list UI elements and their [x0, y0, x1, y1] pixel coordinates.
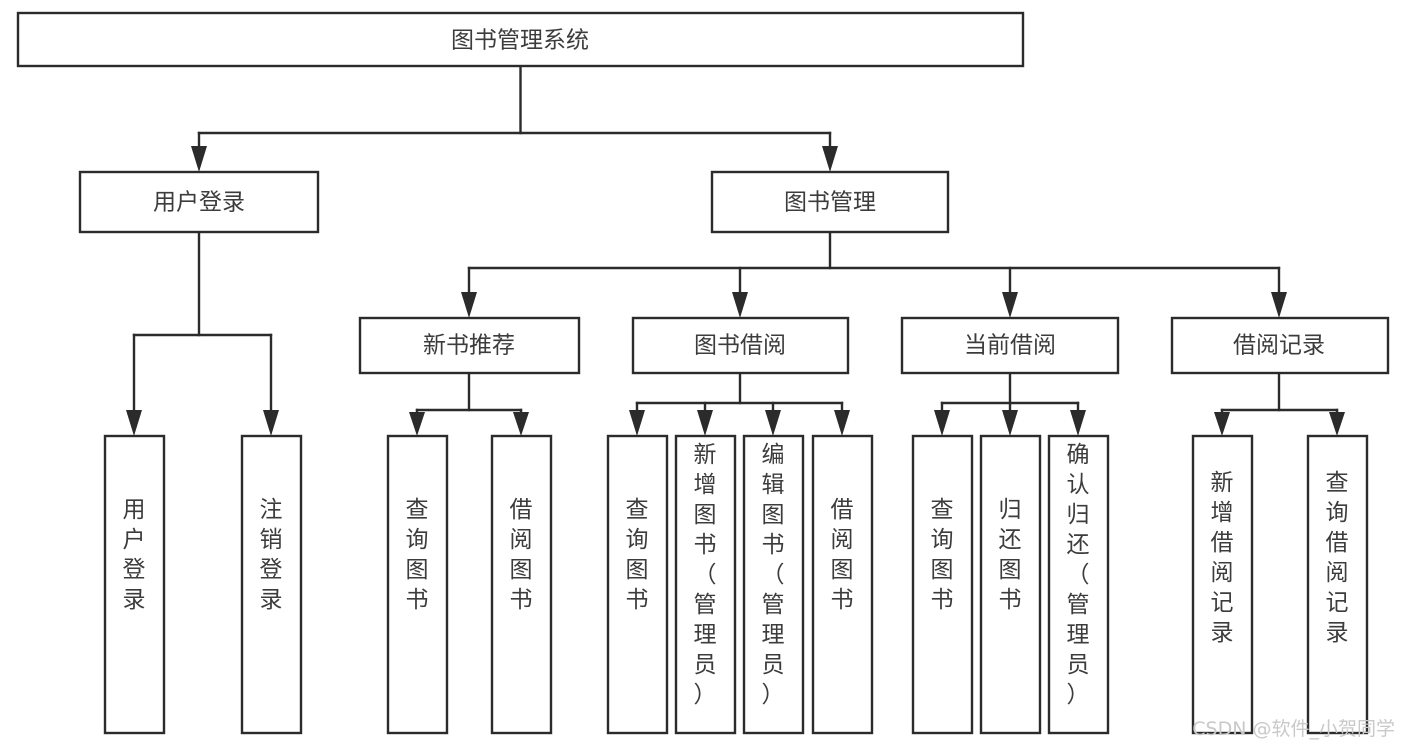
leaf-query-book-1-box[interactable]	[386, 434, 449, 735]
leaf-query-record-box[interactable]	[1306, 434, 1369, 735]
node-book-borrow-box[interactable]	[631, 316, 850, 375]
leaf-add-book[interactable]: 新增图书（管理员）	[674, 434, 737, 735]
node-new-book-label: 新书推荐	[423, 333, 515, 359]
leaf-user-login-label: 用户登录	[123, 497, 146, 613]
arrowhead-leaf-query-record	[1329, 412, 1345, 436]
arrowhead-leaf-return-book	[1002, 410, 1018, 436]
leaf-edit-book-box[interactable]	[742, 434, 805, 735]
node-current-borrow-label: 当前借阅	[964, 333, 1056, 359]
leaf-query-book-3-box[interactable]	[911, 434, 974, 735]
leaf-query-book-2[interactable]: 查询图书	[606, 434, 669, 735]
arrowhead-user-login	[191, 146, 207, 172]
node-book-manage-label: 图书管理	[784, 190, 876, 216]
arrowhead-leaf-query-book-3	[934, 410, 950, 436]
leaf-confirm-return-box[interactable]	[1047, 434, 1110, 735]
node-borrow-record-label: 借阅记录	[1233, 333, 1325, 359]
leaf-user-login-box[interactable]	[103, 434, 166, 735]
arrowhead-current-borrow	[1002, 292, 1018, 318]
leaf-return-book-box[interactable]	[979, 434, 1042, 735]
leaf-logout-box[interactable]	[240, 434, 303, 735]
arrowhead-leaf-edit-book	[765, 410, 781, 436]
leaf-edit-book-label: 编辑图书（管理员）	[762, 442, 785, 708]
node-current-borrow[interactable]: 当前借阅	[900, 316, 1120, 375]
arrowhead-book-borrow	[732, 292, 748, 318]
leaf-borrow-book-1-box[interactable]	[490, 434, 553, 735]
node-new-book[interactable]: 新书推荐	[358, 316, 581, 375]
node-user-login[interactable]: 用户登录	[78, 170, 320, 234]
node-root[interactable]: 图书管理系统	[16, 11, 1025, 68]
leaf-confirm-return-label: 确认归还（管理员）	[1067, 442, 1090, 708]
arrowhead-leaf-add-book	[697, 410, 713, 436]
arrowhead-new-book	[461, 292, 477, 318]
arrowhead-borrow-record	[1271, 292, 1287, 318]
leaf-add-record-box[interactable]	[1191, 434, 1254, 735]
leaf-query-book-3-label: 查询图书	[931, 497, 954, 613]
arrowhead-leaf-borrow-book-2	[834, 410, 850, 436]
leaf-return-book-label: 归还图书	[999, 497, 1022, 613]
leaf-query-book-2-label: 查询图书	[626, 497, 649, 613]
leaf-logout-label: 注销登录	[260, 497, 283, 613]
leaf-borrow-book-2[interactable]: 借阅图书	[811, 434, 874, 735]
node-user-login-label: 用户登录	[153, 190, 245, 216]
leaf-query-book-1[interactable]: 查询图书	[386, 434, 449, 735]
leaf-borrow-book-2-label: 借阅图书	[831, 497, 854, 613]
leaf-query-record-label: 查询借阅记录	[1326, 470, 1349, 646]
leaf-logout[interactable]: 注销登录	[240, 434, 303, 735]
node-book-borrow-label: 图书借阅	[694, 333, 786, 359]
arrowhead-leaf-logout	[263, 410, 279, 436]
node-current-borrow-box[interactable]	[900, 316, 1120, 375]
leaf-query-book-1-label: 查询图书	[406, 497, 429, 613]
leaf-query-book-3[interactable]: 查询图书	[911, 434, 974, 735]
node-new-book-box[interactable]	[358, 316, 581, 375]
leaf-edit-book[interactable]: 编辑图书（管理员）	[742, 434, 805, 735]
leaf-query-record[interactable]: 查询借阅记录	[1306, 434, 1369, 735]
arrowhead-book-manage	[822, 146, 838, 172]
leaf-confirm-return[interactable]: 确认归还（管理员）	[1047, 434, 1110, 735]
leaf-borrow-book-1-label: 借阅图书	[510, 497, 533, 613]
arrowhead-leaf-add-record	[1214, 412, 1230, 436]
node-user-login-box[interactable]	[78, 170, 320, 234]
arrowhead-leaf-user-login	[126, 410, 142, 436]
leaf-add-record-label: 新增借阅记录	[1211, 470, 1234, 646]
arrowhead-leaf-query-book-2	[629, 410, 645, 436]
node-book-manage[interactable]: 图书管理	[710, 170, 950, 234]
leaf-borrow-book-1[interactable]: 借阅图书	[490, 434, 553, 735]
node-borrow-record-box[interactable]	[1170, 316, 1390, 375]
leaf-user-login[interactable]: 用户登录	[103, 434, 166, 735]
arrowhead-leaf-query-book-1	[409, 412, 425, 436]
node-root-label: 图书管理系统	[451, 28, 589, 54]
arrowhead-leaf-confirm-return	[1070, 410, 1086, 436]
leaf-add-record[interactable]: 新增借阅记录	[1191, 434, 1254, 735]
edge-group	[126, 64, 1345, 436]
leaf-add-book-box[interactable]	[674, 434, 737, 735]
leaf-borrow-book-2-box[interactable]	[811, 434, 874, 735]
node-book-manage-box[interactable]	[710, 170, 950, 234]
leaf-add-book-label: 新增图书（管理员）	[694, 442, 717, 708]
node-root-box[interactable]	[16, 11, 1025, 68]
node-borrow-record[interactable]: 借阅记录	[1170, 316, 1390, 375]
leaf-return-book[interactable]: 归还图书	[979, 434, 1042, 735]
arrowhead-leaf-borrow-book-1	[513, 412, 529, 436]
node-book-borrow[interactable]: 图书借阅	[631, 316, 850, 375]
watermark-text: CSDN @软件_小贺同学	[1192, 718, 1395, 740]
leaf-query-book-2-box[interactable]	[606, 434, 669, 735]
